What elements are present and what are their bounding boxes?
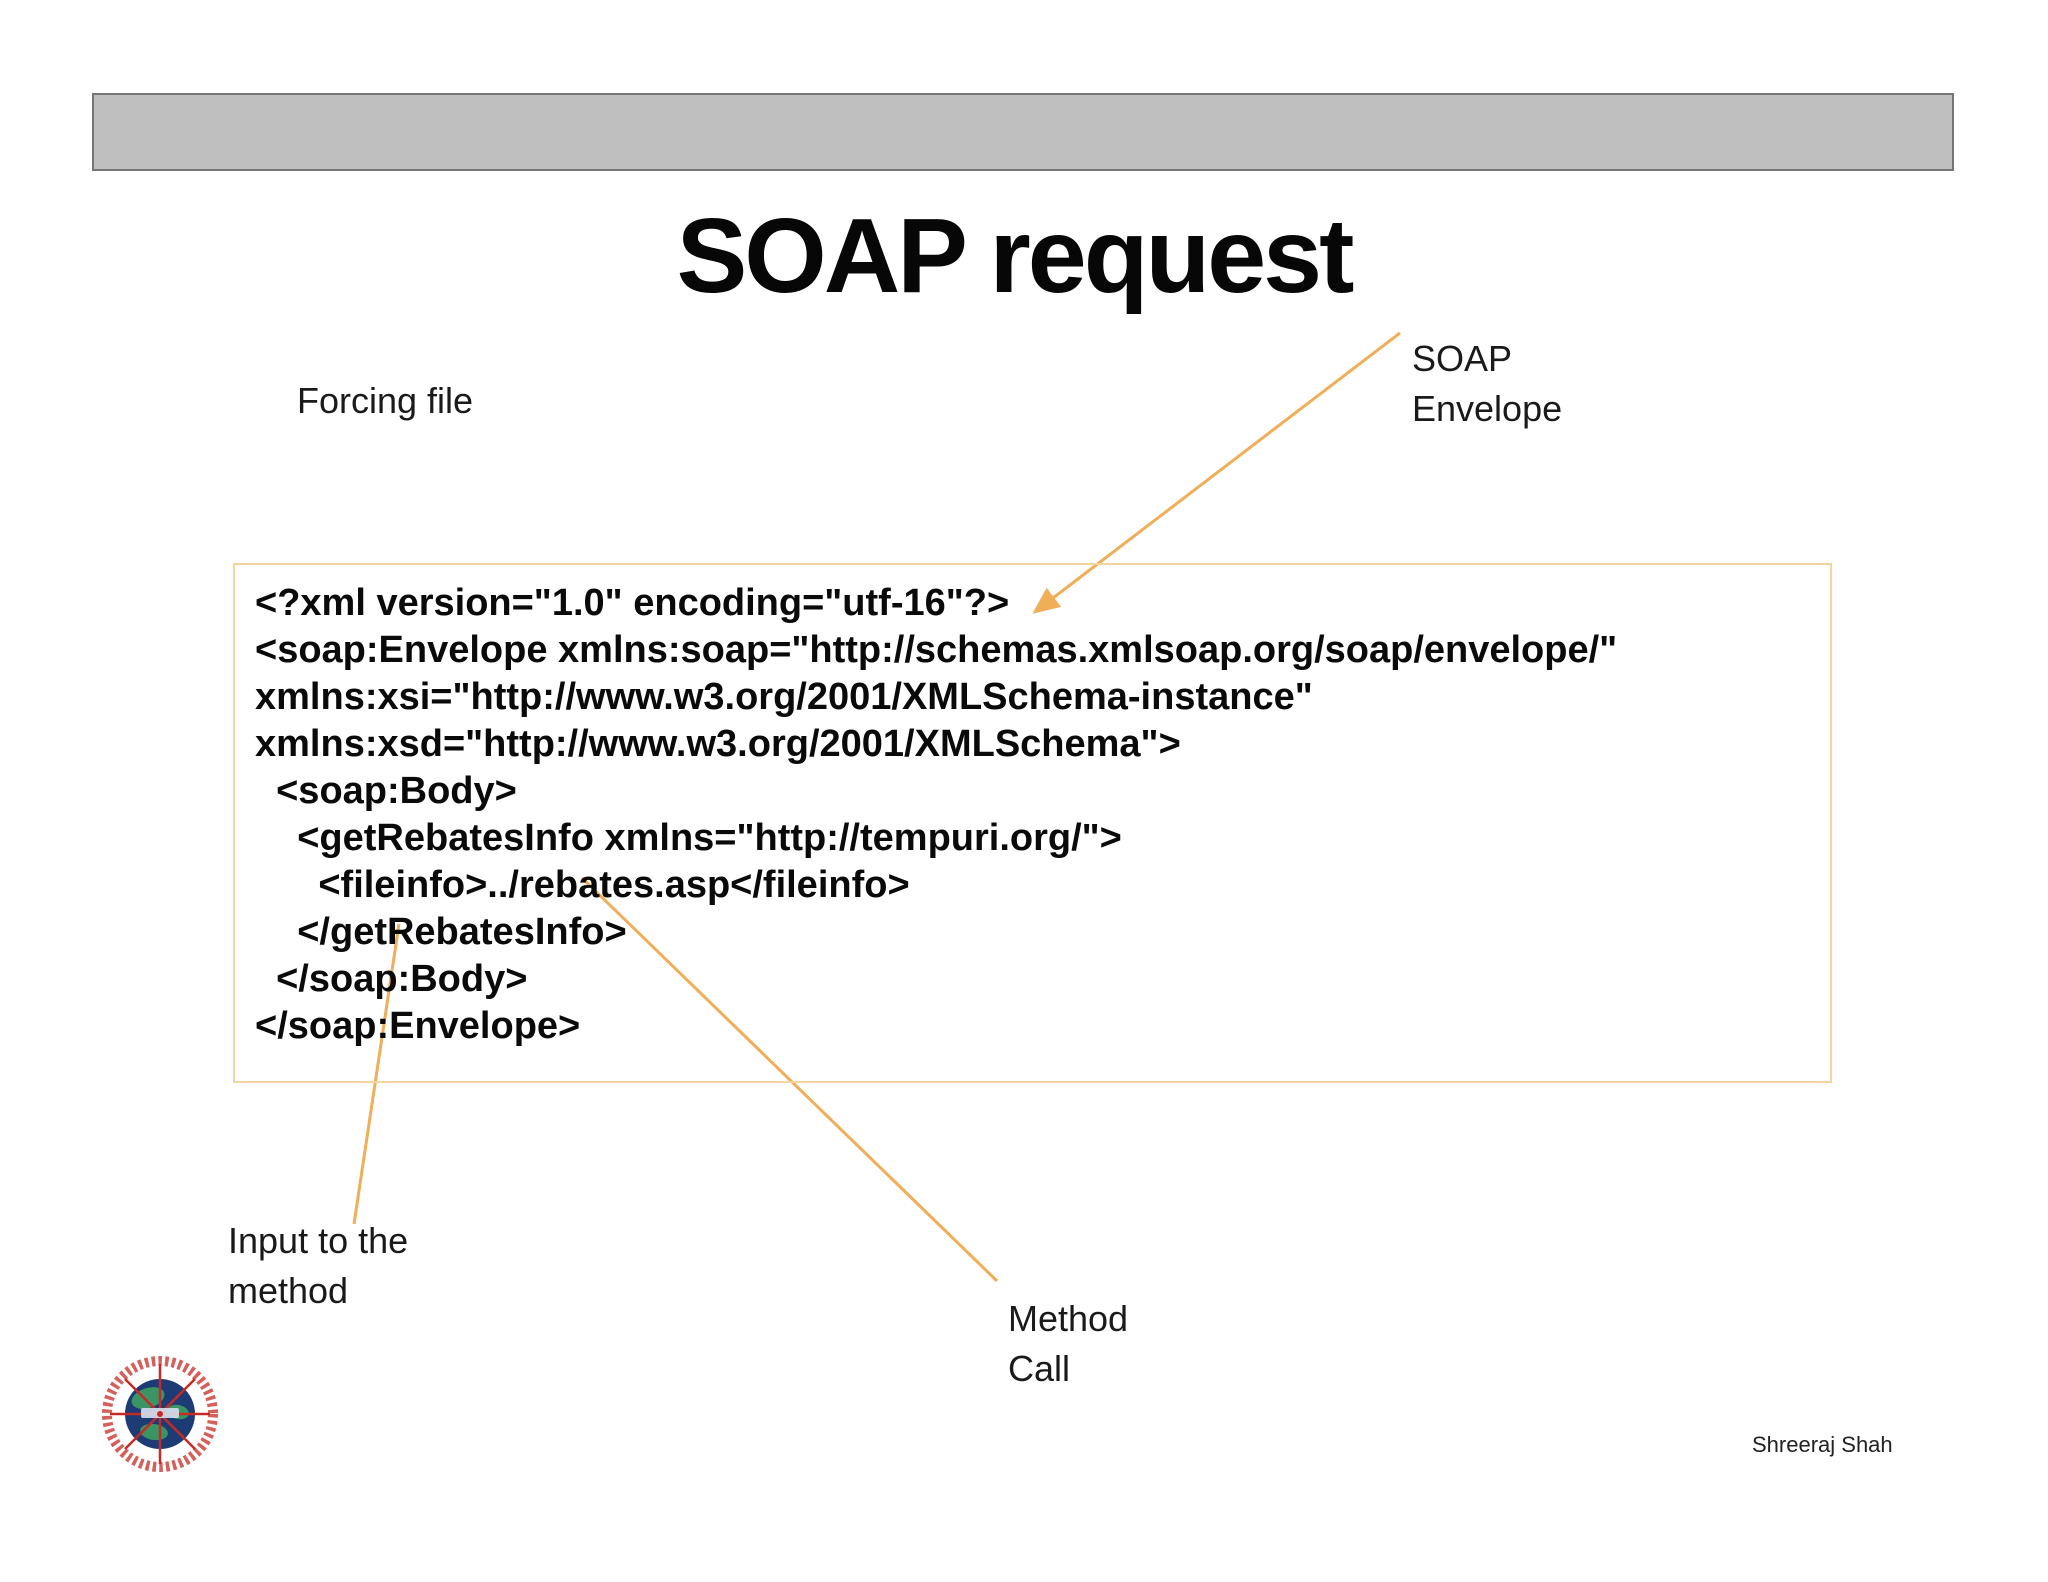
code-line: xmlns:xsi="http://www.w3.org/2001/XMLSch…: [255, 676, 1313, 718]
logo-center-dot: [157, 1411, 163, 1417]
label-input-to-method-line2: method: [228, 1270, 349, 1311]
top-banner-bar: [92, 93, 1954, 171]
code-line: <?xml version="1.0" encoding="utf-16"?>: [255, 582, 1010, 624]
label-input-to-method-line1: Input to the: [228, 1220, 409, 1261]
code-line: xmlns:xsd="http://www.w3.org/2001/XMLSch…: [255, 723, 1181, 765]
code-line: </getRebatesInfo>: [255, 911, 627, 953]
author-credit: Shreeraj Shah: [1752, 1432, 1893, 1457]
code-line: <soap:Envelope xmlns:soap="http://schema…: [255, 629, 1618, 671]
code-line: </soap:Body>: [255, 958, 528, 1000]
code-line: <soap:Body>: [255, 770, 517, 812]
page-title: SOAP request: [676, 197, 1355, 315]
code-line: </soap:Envelope>: [255, 1005, 581, 1047]
label-forcing-file: Forcing file: [297, 380, 474, 421]
label-method-call: Method Call: [1008, 1294, 1128, 1394]
code-line: <getRebatesInfo xmlns="http://tempuri.or…: [255, 817, 1122, 859]
label-input-to-method: Input to the method: [228, 1216, 408, 1316]
conference-logo: [102, 1356, 218, 1472]
label-soap-envelope-line2: Envelope: [1412, 388, 1563, 429]
code-line: <fileinfo>../rebates.asp</fileinfo>: [255, 864, 910, 906]
code-block: <?xml version="1.0" encoding="utf-16"?> …: [233, 563, 1832, 1083]
label-method-call-line1: Method: [1008, 1298, 1129, 1339]
logo-text-ring: [102, 1356, 218, 1472]
label-soap-envelope-line1: SOAP: [1412, 338, 1513, 379]
label-soap-envelope: SOAP Envelope: [1412, 334, 1562, 434]
label-method-call-line2: Call: [1008, 1348, 1071, 1389]
